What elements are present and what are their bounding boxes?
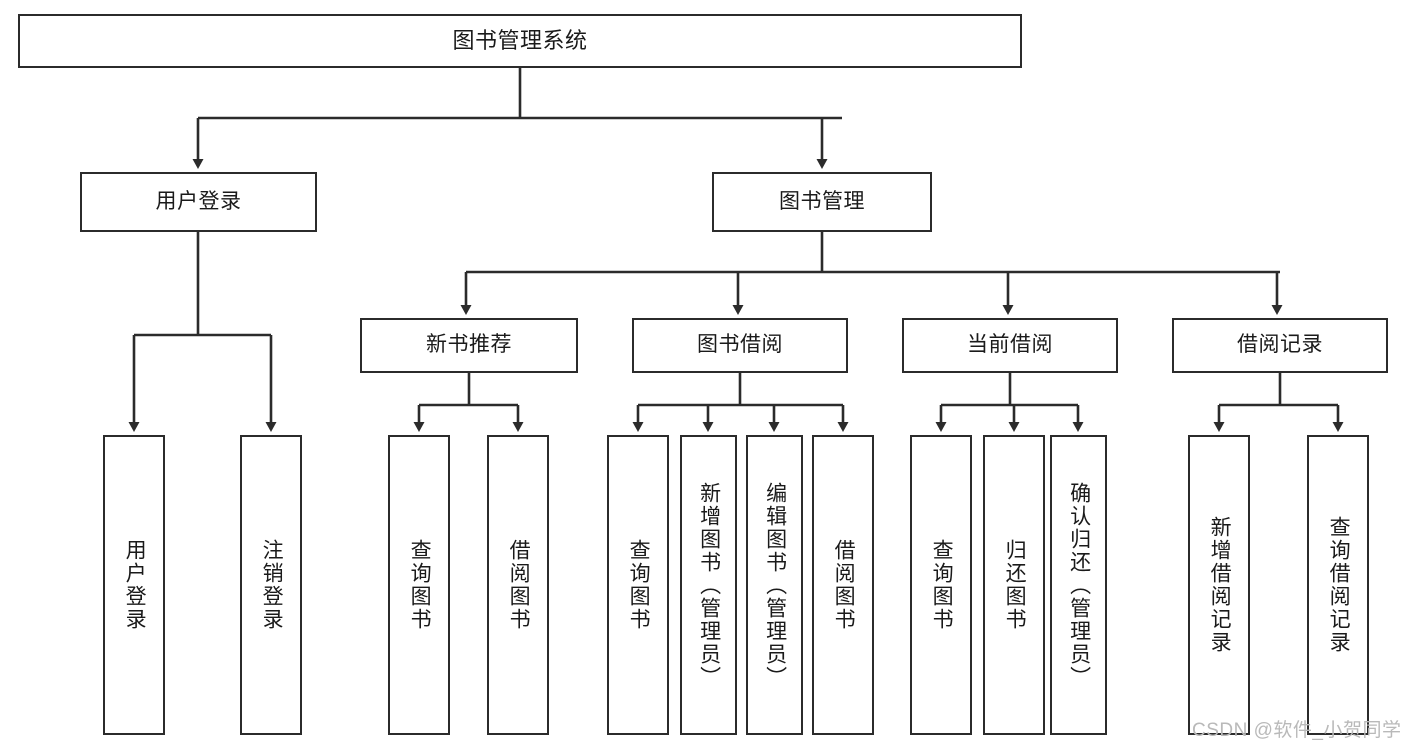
node-book-borrow[interactable]: 图书借阅 <box>632 318 848 373</box>
node-user-login[interactable]: 用户登录 <box>80 172 317 232</box>
node-book-manage[interactable]: 图书管理 <box>712 172 932 232</box>
node-borrow-record[interactable]: 借阅记录 <box>1172 318 1388 373</box>
node-label: 查询图书 <box>408 539 432 631</box>
node-label: 借阅记录 <box>1237 333 1323 357</box>
node-label: 图书借阅 <box>697 333 783 357</box>
node-label: 编辑图书（管理员） <box>763 481 787 689</box>
node-leaf-add-book-admin[interactable]: 新增图书（管理员） <box>680 435 737 735</box>
node-leaf-edit-book-admin[interactable]: 编辑图书（管理员） <box>746 435 803 735</box>
node-leaf-add-borrow-record[interactable]: 新增借阅记录 <box>1188 435 1250 735</box>
node-label: 查询借阅记录 <box>1327 516 1351 654</box>
node-label: 用户登录 <box>123 539 147 631</box>
node-leaf-confirm-return-admin[interactable]: 确认归还（管理员） <box>1050 435 1107 735</box>
node-new-book-recommend[interactable]: 新书推荐 <box>360 318 578 373</box>
node-label: 确认归还（管理员） <box>1067 481 1091 689</box>
node-leaf-user-login[interactable]: 用户登录 <box>103 435 165 735</box>
node-leaf-borrow-book-2[interactable]: 借阅图书 <box>812 435 874 735</box>
node-label: 归还图书 <box>1003 539 1027 631</box>
node-leaf-borrow-book-1[interactable]: 借阅图书 <box>487 435 549 735</box>
node-label: 用户登录 <box>155 189 242 213</box>
node-label: 新书推荐 <box>426 333 512 357</box>
node-label: 新增借阅记录 <box>1208 516 1232 654</box>
node-label: 借阅图书 <box>507 539 531 631</box>
node-label: 借阅图书 <box>832 539 856 631</box>
node-label: 查询图书 <box>930 539 954 631</box>
node-leaf-query-borrow-record[interactable]: 查询借阅记录 <box>1307 435 1369 735</box>
csdn-watermark: CSDN @软件_小贺同学 <box>1192 720 1402 741</box>
node-label: 新增图书（管理员） <box>697 481 721 689</box>
node-current-borrow[interactable]: 当前借阅 <box>902 318 1118 373</box>
node-label: 图书管理 <box>779 189 865 213</box>
node-label: 当前借阅 <box>967 333 1053 357</box>
node-leaf-logout-login[interactable]: 注销登录 <box>240 435 302 735</box>
node-label: 图书管理系统 <box>452 28 588 54</box>
node-label: 注销登录 <box>260 539 284 631</box>
node-leaf-return-book[interactable]: 归还图书 <box>983 435 1045 735</box>
node-leaf-query-book-1[interactable]: 查询图书 <box>388 435 450 735</box>
node-leaf-query-book-2[interactable]: 查询图书 <box>607 435 669 735</box>
node-root-system[interactable]: 图书管理系统 <box>18 14 1022 68</box>
node-label: 查询图书 <box>627 539 651 631</box>
node-leaf-query-book-3[interactable]: 查询图书 <box>910 435 972 735</box>
